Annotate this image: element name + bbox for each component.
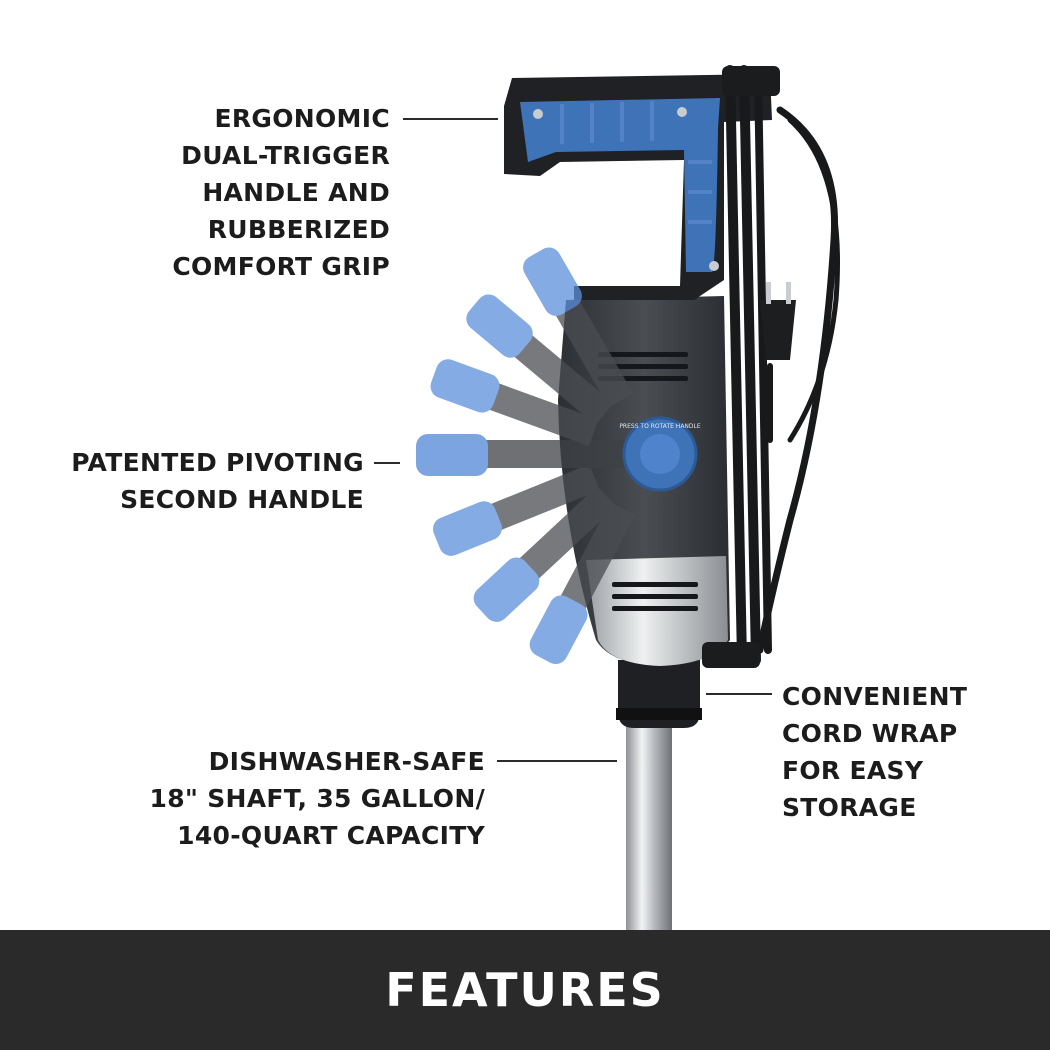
callout-line: DUAL-TRIGGER (181, 141, 390, 170)
leader-line-cord (706, 693, 772, 695)
leader-line-shaft (497, 760, 617, 762)
callout-line: FOR EASY (782, 756, 924, 785)
callout-line: CONVENIENT (782, 682, 968, 711)
cord-clip-bottom (702, 642, 760, 668)
callout-shaft: DISHWASHER-SAFE 18" SHAFT, 35 GALLON/ 14… (150, 743, 486, 854)
callout-line: SECOND HANDLE (120, 485, 364, 514)
callout-ergonomic-handle: ERGONOMIC DUAL-TRIGGER HANDLE AND RUBBER… (172, 100, 390, 285)
footer-banner: FEATURES (0, 930, 1050, 1050)
callout-line: PATENTED PIVOTING (71, 448, 364, 477)
pivot-handle-positions (416, 247, 640, 665)
callout-line: ERGONOMIC (214, 104, 390, 133)
footer-title: FEATURES (385, 963, 665, 1017)
plug (760, 282, 796, 360)
callout-line: STORAGE (782, 793, 917, 822)
leader-line-handle (403, 118, 498, 120)
callout-line: CORD WRAP (782, 719, 958, 748)
callout-cord-wrap: CONVENIENT CORD WRAP FOR EASY STORAGE (782, 678, 967, 826)
leader-line-pivot (374, 462, 400, 464)
power-cord (725, 65, 840, 665)
pivot-badge-text: PRESS TO ROTATE HANDLE (619, 423, 701, 430)
cord-clip-top (722, 66, 780, 96)
callout-line: HANDLE AND (202, 178, 390, 207)
callout-pivoting-handle: PATENTED PIVOTING SECOND HANDLE (71, 444, 364, 518)
rubber-grip (520, 98, 720, 272)
callout-line: 140-QUART CAPACITY (177, 821, 485, 850)
callout-line: 18" SHAFT, 35 GALLON/ (149, 784, 485, 813)
callout-line: RUBBERIZED (207, 215, 390, 244)
callout-line: COMFORT GRIP (172, 252, 390, 281)
stainless-shaft (626, 722, 672, 930)
immersion-blender-illustration: PRESS TO ROTATE HANDLE (416, 65, 840, 930)
callout-line: DISHWASHER-SAFE (208, 747, 485, 776)
